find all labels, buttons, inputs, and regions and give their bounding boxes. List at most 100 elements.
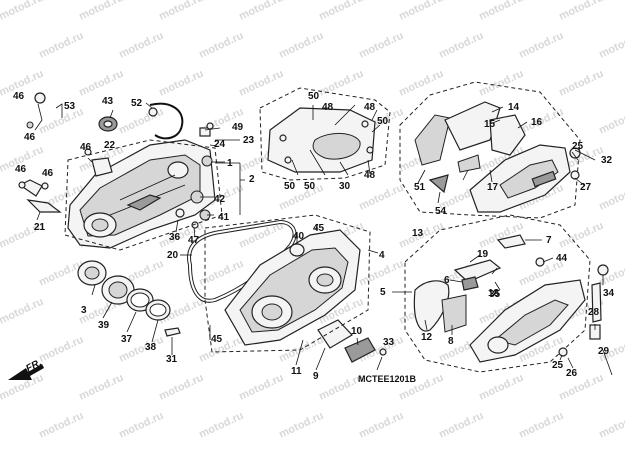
watermark-text: motod.ru [597, 410, 625, 441]
clamp-hose-parts [18, 92, 113, 213]
callout-10: 10 [351, 326, 363, 337]
callout-50d: 50 [304, 181, 316, 192]
callout-25b: 25 [552, 360, 564, 371]
callout-37: 37 [121, 334, 133, 345]
callout-45a: 45 [313, 223, 325, 234]
callout-20: 20 [167, 250, 179, 261]
watermark-text: motod.ru [237, 372, 285, 403]
callout-32: 32 [601, 155, 613, 166]
callout-46a: 46 [13, 91, 25, 102]
callout-35: 35 [489, 289, 501, 300]
watermark-text: motod.ru [237, 68, 285, 99]
callout-46b: 46 [24, 132, 36, 143]
callout-40: 40 [293, 231, 305, 242]
watermark-text: motod.ru [157, 372, 205, 403]
transmission-case-cover [224, 229, 361, 346]
watermark-text: motod.ru [597, 30, 625, 61]
callout-49: 49 [232, 122, 244, 133]
lower-outer-cover [404, 214, 613, 376]
callout-45b: 45 [211, 334, 223, 345]
watermark-text: motod.ru [557, 220, 605, 251]
front-direction-arrow: FR. [8, 357, 44, 380]
callout-3: 3 [81, 305, 87, 316]
watermark-text: motod.ru [317, 0, 365, 23]
callout-29: 29 [598, 346, 610, 357]
oil-seal [98, 116, 118, 132]
watermark-text: motod.ru [357, 410, 405, 441]
callout-39: 39 [98, 320, 110, 331]
watermark-text: motod.ru [77, 372, 125, 403]
watermark-text: motod.ru [477, 0, 525, 23]
drive-belt [187, 219, 297, 303]
inner-cover-plate [259, 87, 391, 181]
watermark-text: motod.ru [437, 410, 485, 441]
callout-28: 28 [588, 307, 600, 318]
watermark-text: motod.ru [357, 30, 405, 61]
left-crankcase-cover [67, 139, 216, 249]
callout-2: 2 [249, 174, 255, 185]
cover-gasket [126, 194, 162, 211]
callout-50c: 50 [284, 181, 296, 192]
callout-16: 16 [531, 117, 543, 128]
watermark-text: motod.ru [197, 258, 245, 289]
callout-6: 6 [444, 275, 450, 286]
watermark-text: motod.ru [277, 30, 325, 61]
callout-31: 31 [166, 354, 178, 365]
callout-18: 18 [488, 288, 500, 299]
callout-23: 23 [243, 135, 255, 146]
callout-27: 27 [580, 182, 592, 193]
watermark-text: motod.ru [397, 0, 445, 23]
watermark-text: motod.ru [117, 410, 165, 441]
watermark-text: motod.ru [557, 68, 605, 99]
watermark-text: motod.ru [357, 258, 405, 289]
callout-14: 14 [508, 102, 520, 113]
callout-19: 19 [477, 249, 489, 260]
watermark-text: motod.ru [157, 68, 205, 99]
callout-46d: 46 [15, 164, 27, 175]
breather-hose [148, 102, 214, 140]
callout-33: 33 [383, 337, 395, 348]
watermark-text: motod.ru [397, 68, 445, 99]
drive-pulley-parts [77, 260, 181, 337]
callout-38: 38 [145, 342, 157, 353]
callout-53: 53 [64, 101, 76, 112]
watermark-text: motod.ru [597, 106, 625, 137]
watermark-text: motod.ru [37, 410, 85, 441]
watermark-text: motod.ru [597, 182, 625, 213]
callout-41: 41 [218, 212, 230, 223]
callout-25: 25 [572, 141, 584, 152]
watermark-text: motod.ru [0, 296, 46, 327]
callout-1: 1 [227, 158, 233, 169]
callout-47: 47 [188, 235, 200, 246]
callout-13: 13 [412, 228, 424, 239]
callout-numbers: 1 2 3 4 5 6 7 8 9 10 11 12 13 14 15 16 1… [13, 91, 615, 382]
callout-9: 9 [313, 371, 319, 382]
group-outlines [64, 139, 371, 353]
callout-50a: 50 [308, 91, 320, 102]
callout-48c: 48 [364, 170, 376, 181]
watermark-text: motod.ru [557, 0, 605, 23]
callout-30: 30 [339, 181, 351, 192]
callout-42: 42 [214, 194, 226, 205]
watermark-text: motod.ru [197, 30, 245, 61]
callout-51: 51 [414, 182, 426, 193]
watermark-text: motod.ru [197, 410, 245, 441]
callout-48b: 48 [364, 102, 376, 113]
diagram-code: MCTEE1201B [358, 374, 417, 384]
watermark-text: motod.ru [157, 0, 205, 23]
watermark-text: motod.ru [77, 0, 125, 23]
watermark-text: motod.ru [37, 334, 85, 365]
watermark-text: motod.ru [117, 30, 165, 61]
callout-21: 21 [34, 222, 46, 233]
watermark-text: motod.ru [437, 30, 485, 61]
filter-element [317, 319, 387, 363]
callout-26: 26 [566, 368, 578, 379]
callout-15: 15 [484, 119, 496, 130]
watermark-text: motod.ru [37, 106, 85, 137]
callout-52: 52 [131, 98, 143, 109]
callout-46c: 46 [80, 142, 92, 153]
watermark-text: motod.ru [557, 372, 605, 403]
callout-44: 44 [556, 253, 568, 264]
watermark-text: motod.ru [117, 106, 165, 137]
